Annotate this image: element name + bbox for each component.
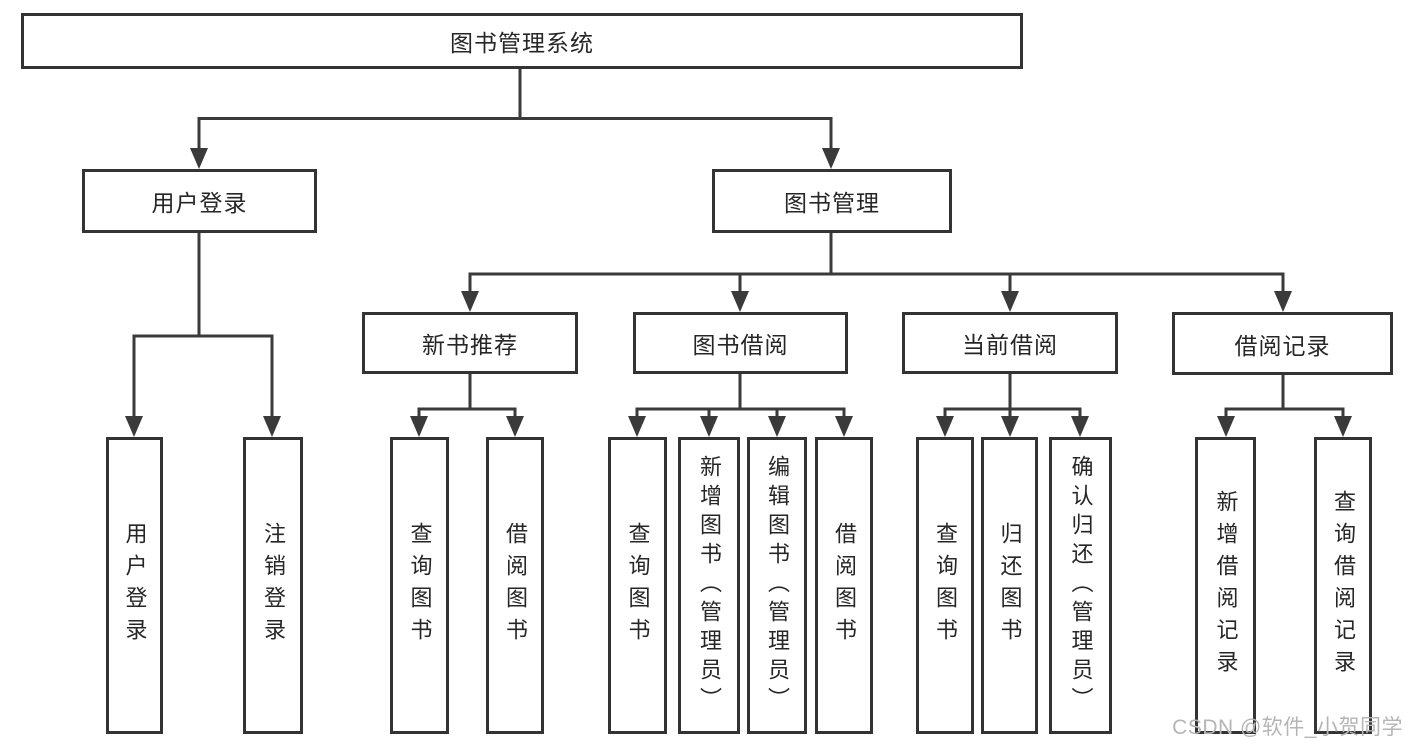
leaf-borrowing-query-books-label: 查询图书 xyxy=(625,521,651,650)
leaf-logout: 注销登录 xyxy=(243,437,303,734)
csdn-watermark: CSDN @软件_小贺同学 xyxy=(1172,716,1403,739)
leaf-user-login-label: 用户登录 xyxy=(122,521,148,650)
leaf-current-query-books: 查询图书 xyxy=(916,437,974,734)
leaf-edit-books-admin: 编辑图书（管理员） xyxy=(747,437,807,734)
leaf-query-borrow-record-label: 查询借阅记录 xyxy=(1331,489,1356,682)
node-current-borrowing-label: 当前借阅 xyxy=(962,332,1058,358)
leaf-borrowing-query-books: 查询图书 xyxy=(608,437,667,734)
leaf-newrec-query-books-label: 查询图书 xyxy=(407,521,433,650)
node-new-book-recommendation: 新书推荐 xyxy=(362,312,578,374)
leaf-add-books-admin: 新增图书（管理员） xyxy=(678,437,740,734)
node-borrowing-records: 借阅记录 xyxy=(1172,312,1393,375)
node-user-login: 用户登录 xyxy=(82,169,317,233)
node-book-management-label: 图书管理 xyxy=(784,190,880,216)
leaf-newrec-borrow-books-label: 借阅图书 xyxy=(503,521,528,650)
leaf-newrec-borrow-books: 借阅图书 xyxy=(486,437,544,734)
node-library-system-label: 图书管理系统 xyxy=(450,30,594,56)
leaf-borrowing-borrow-books: 借阅图书 xyxy=(815,437,873,734)
leaf-logout-label: 注销登录 xyxy=(261,521,286,650)
connector-lines xyxy=(132,69,1345,434)
leaf-confirm-return-admin-label: 确认归还（管理员） xyxy=(1068,455,1094,716)
node-user-login-label: 用户登录 xyxy=(151,190,248,216)
node-book-borrowing-label: 图书借阅 xyxy=(692,332,789,358)
leaf-add-borrow-record-label: 新增借阅记录 xyxy=(1213,489,1239,682)
leaf-edit-books-admin-label: 编辑图书（管理员） xyxy=(765,455,790,716)
leaf-current-query-books-label: 查询图书 xyxy=(933,521,958,650)
leaf-add-books-admin-label: 新增图书（管理员） xyxy=(697,455,722,716)
node-book-management: 图书管理 xyxy=(712,169,952,233)
leaf-user-login: 用户登录 xyxy=(106,437,163,734)
node-borrowing-records-label: 借阅记录 xyxy=(1234,332,1331,359)
leaf-add-borrow-record: 新增借阅记录 xyxy=(1195,437,1256,734)
leaf-confirm-return-admin: 确认归还（管理员） xyxy=(1049,437,1112,734)
leaf-newrec-query-books: 查询图书 xyxy=(390,437,449,734)
leaf-borrowing-borrow-books-label: 借阅图书 xyxy=(832,521,857,650)
node-library-system: 图书管理系统 xyxy=(21,13,1023,69)
leaf-return-books: 归还图书 xyxy=(981,437,1038,734)
arrowheads xyxy=(125,148,1352,437)
node-book-borrowing: 图书借阅 xyxy=(633,312,848,374)
node-current-borrowing: 当前借阅 xyxy=(902,312,1118,374)
leaf-query-borrow-record: 查询借阅记录 xyxy=(1314,437,1372,734)
leaf-return-books-label: 归还图书 xyxy=(997,521,1023,650)
node-new-book-recommendation-label: 新书推荐 xyxy=(422,332,518,358)
